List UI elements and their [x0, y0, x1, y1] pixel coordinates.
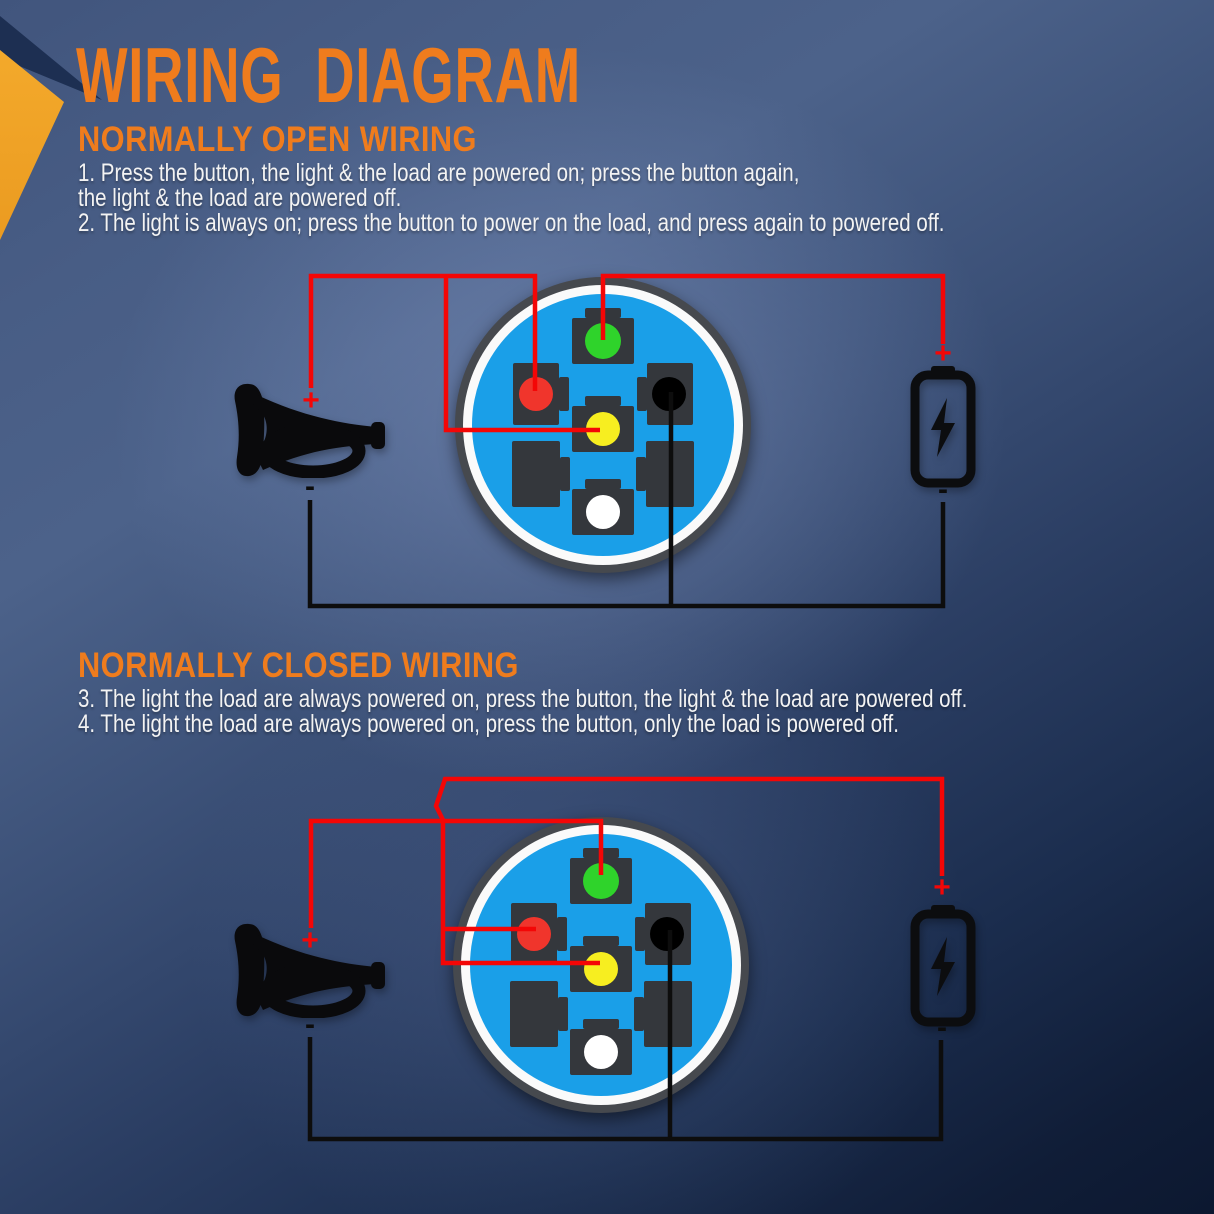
battery-minus-label: -: [937, 1011, 947, 1044]
pin-yellow: [584, 952, 618, 986]
battery-icon: [910, 905, 976, 1027]
terminal-blank-left: [512, 441, 560, 507]
horn-plus-label: +: [301, 924, 319, 957]
connector-socket-icon: [453, 817, 749, 1113]
instruction-line: 3. The light the load are always powered…: [78, 685, 968, 713]
battery-body: [910, 370, 976, 488]
pin-white: [584, 1035, 618, 1069]
instruction-line: the light & the load are powered off.: [78, 184, 402, 212]
pin-white: [586, 495, 620, 529]
battery-plus-label: +: [934, 337, 952, 370]
pin-red: [517, 917, 551, 951]
horn-ring: [260, 423, 366, 478]
horn-minus-label: -: [305, 470, 315, 503]
horn-tip: [371, 422, 385, 449]
horn-plus-label: +: [302, 384, 320, 417]
horn-icon: [234, 383, 385, 478]
pin-yellow: [586, 412, 620, 446]
terminal-blank-right: [646, 441, 694, 507]
pin-red: [519, 377, 553, 411]
horn-minus-label: -: [305, 1008, 315, 1041]
terminal-blank-left: [510, 981, 558, 1047]
connector-socket-icon: [455, 277, 751, 573]
pin-green: [585, 323, 621, 359]
pin-black: [652, 377, 686, 411]
page-title: WIRING DIAGRAM: [76, 31, 581, 119]
section-open-heading: NORMALLY OPEN WIRING: [78, 120, 477, 159]
battery-icon: [910, 366, 976, 488]
terminal-blank-right: [644, 981, 692, 1047]
instruction-line: 4. The light the load are always powered…: [78, 710, 899, 738]
battery-minus-label: -: [938, 473, 948, 506]
battery-plus-label: +: [933, 871, 951, 904]
instruction-line: 1. Press the button, the light & the loa…: [78, 159, 800, 187]
section-closed-heading: NORMALLY CLOSED WIRING: [78, 646, 519, 685]
pin-green: [583, 863, 619, 899]
lightning-bolt-icon: [931, 398, 955, 457]
horn-icon: [234, 923, 385, 1018]
instruction-line: 2. The light is always on; press the but…: [78, 209, 945, 237]
pin-black: [650, 917, 684, 951]
